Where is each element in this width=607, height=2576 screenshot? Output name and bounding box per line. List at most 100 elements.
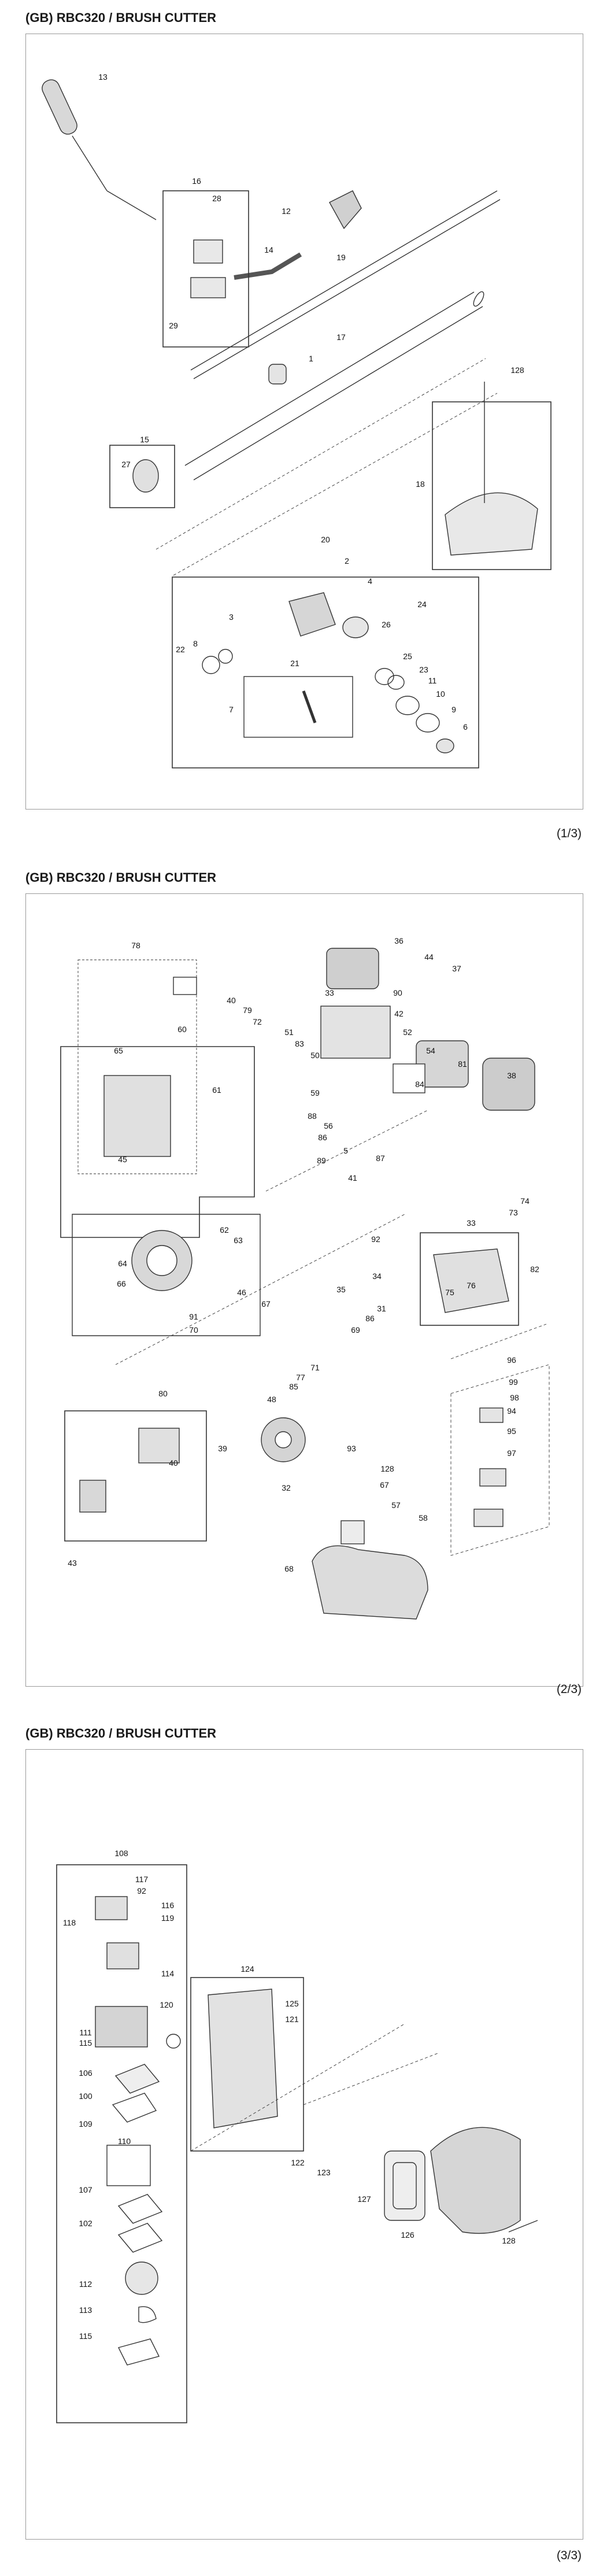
callout: 94: [507, 1406, 516, 1415]
callout: 51: [284, 1028, 294, 1037]
callout: 82: [530, 1265, 539, 1274]
callout: 86: [318, 1133, 327, 1142]
callout: 77: [296, 1373, 305, 1382]
callout: 62: [220, 1225, 229, 1235]
callout: 66: [117, 1279, 126, 1288]
callout: 31: [377, 1304, 386, 1313]
callout: 113: [79, 2305, 92, 2315]
callout: 79: [243, 1006, 252, 1015]
page-number: (2/3): [556, 1683, 582, 1696]
callout: 22: [176, 645, 185, 654]
callout: 25: [403, 652, 412, 661]
callout: 100: [79, 2091, 92, 2101]
callout: 58: [419, 1513, 428, 1522]
callout: 17: [336, 332, 346, 342]
callout: 20: [321, 535, 330, 544]
callout: 34: [372, 1272, 382, 1281]
callout: 78: [131, 941, 140, 950]
callout: 1: [309, 354, 313, 363]
page-number: (3/3): [556, 2549, 582, 2562]
callout: 96: [507, 1355, 516, 1365]
callout: 120: [160, 2000, 173, 2009]
callout: 56: [324, 1121, 333, 1130]
callout: 128: [380, 1464, 394, 1473]
callout: 125: [285, 1999, 299, 2008]
callout: 3: [229, 612, 234, 622]
callout: 98: [510, 1393, 519, 1402]
callout: 48: [267, 1395, 276, 1404]
callout: 23: [419, 665, 428, 674]
callout: 115: [79, 2331, 92, 2341]
callout: 89: [317, 1156, 326, 1165]
callout: 5: [343, 1146, 348, 1155]
callout: 69: [351, 1325, 360, 1335]
callout: 115: [79, 2038, 92, 2048]
page-title: (GB) RBC320 / BRUSH CUTTER: [25, 1726, 217, 1740]
callout: 7: [229, 705, 234, 714]
callout: 41: [348, 1173, 357, 1182]
callout: 116: [161, 1901, 175, 1910]
callout: 43: [68, 1558, 77, 1568]
callout: 109: [79, 2119, 92, 2128]
callout: 64: [118, 1259, 127, 1268]
callout: 95: [507, 1426, 516, 1436]
page-number: (1/3): [556, 827, 582, 840]
callout: 93: [347, 1444, 356, 1453]
callout: 126: [401, 2230, 414, 2239]
callout: 124: [240, 1964, 254, 1973]
callout: 33: [467, 1218, 476, 1228]
callout: 87: [376, 1154, 385, 1163]
callout: 12: [282, 206, 291, 216]
callout: 59: [310, 1088, 320, 1097]
callout: 9: [451, 705, 456, 714]
callout: 102: [79, 2219, 92, 2228]
callout: 85: [289, 1382, 298, 1391]
callout: 111: [79, 2028, 91, 2037]
callout: 70: [189, 1325, 198, 1335]
callout: 13: [98, 72, 108, 82]
callout: 122: [291, 2158, 305, 2167]
callout: 4: [368, 576, 372, 586]
callout: 118: [63, 1918, 76, 1927]
callout: 6: [463, 722, 468, 731]
callout: 37: [452, 964, 461, 973]
callout: 67: [380, 1480, 389, 1490]
callout: 73: [509, 1208, 518, 1217]
callout: 21: [290, 659, 299, 668]
callout: 19: [336, 253, 346, 262]
callout: 36: [394, 936, 404, 945]
callout: 35: [336, 1285, 346, 1294]
callout: 26: [382, 620, 391, 629]
callout: 117: [135, 1875, 149, 1884]
callout: 32: [282, 1483, 291, 1492]
callout: 68: [284, 1564, 294, 1573]
callout: 88: [308, 1111, 317, 1121]
callout: 15: [140, 435, 149, 444]
callout: 57: [391, 1500, 401, 1510]
callout: 61: [212, 1085, 221, 1095]
callout: 29: [169, 321, 178, 330]
callout: 67: [261, 1299, 271, 1309]
callout: 106: [79, 2068, 92, 2078]
callout: 127: [357, 2194, 371, 2204]
callout: 52: [403, 1028, 412, 1037]
callout: 123: [317, 2168, 331, 2177]
callout: 86: [365, 1314, 375, 1323]
callout: 99: [509, 1377, 518, 1387]
callout: 107: [79, 2185, 92, 2194]
callout: 81: [458, 1059, 467, 1069]
callout: 44: [424, 952, 434, 962]
callout: 108: [114, 1849, 128, 1858]
callout: 75: [445, 1288, 454, 1297]
callout: 92: [371, 1235, 380, 1244]
callout: 8: [193, 639, 198, 648]
callout: 84: [415, 1080, 424, 1089]
callout: 11: [428, 676, 437, 685]
callout: 90: [393, 988, 402, 997]
callout: 83: [295, 1039, 304, 1048]
callout: 24: [417, 600, 427, 609]
callout: 119: [161, 1913, 175, 1923]
callout: 40: [227, 996, 236, 1005]
